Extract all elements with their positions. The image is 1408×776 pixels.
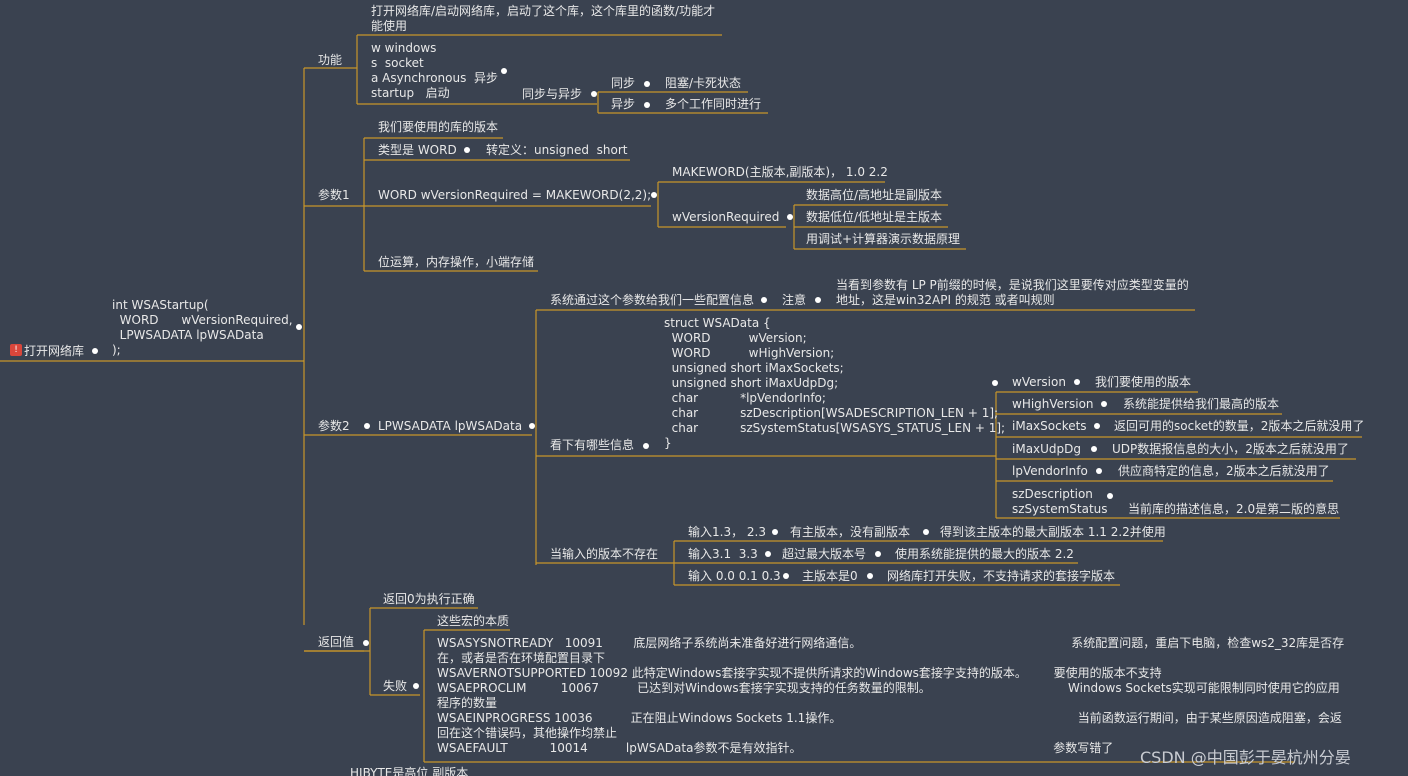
collapse-dot-icon[interactable] — [651, 192, 657, 198]
node-f-szdescription[interactable]: szDescription szSystemStatus — [1012, 487, 1108, 516]
node-p2-type[interactable]: LPWSADATA lpWSAData — [378, 419, 523, 433]
watermark: CSDN @中国彭于晏杭州分晏 — [1140, 748, 1351, 767]
node-m3[interactable]: 输入 0.0 0.1 0.3 — [688, 569, 781, 583]
node-func-sync[interactable]: 同步与异步 — [522, 87, 583, 101]
collapse-dot-icon[interactable] — [464, 147, 470, 153]
node-f-imaxsockets[interactable]: iMaxSockets — [1012, 419, 1087, 433]
node-ret-ok[interactable]: 返回0为执行正确 — [383, 592, 475, 606]
node-m1-b[interactable]: 得到该主版本的最大副版本 1.1 2.2并使用 — [940, 525, 1166, 539]
collapse-dot-icon[interactable] — [529, 423, 535, 429]
node-p2-config[interactable]: 系统通过这个参数给我们一些配置信息 — [550, 293, 755, 307]
node-root[interactable]: 打开网络库 — [24, 344, 85, 358]
node-f-wversion-desc[interactable]: 我们要使用的版本 — [1095, 375, 1192, 389]
collapse-dot-icon[interactable] — [296, 324, 302, 330]
collapse-dot-icon[interactable] — [364, 423, 370, 429]
collapse-dot-icon[interactable] — [501, 68, 507, 74]
node-f-imaxudpdg-desc[interactable]: UDP数据报信息的大小，2版本之后就没用了 — [1112, 442, 1349, 456]
collapse-dot-icon[interactable] — [1096, 468, 1102, 474]
node-p1-type[interactable]: 类型是 WORD — [378, 143, 457, 157]
node-func-wsa[interactable]: w windows s socket a Asynchronous 异步 sta… — [371, 41, 498, 100]
collapse-dot-icon[interactable] — [644, 102, 650, 108]
node-async[interactable]: 异步 — [611, 97, 636, 111]
node-p2-struct[interactable]: struct WSAData { WORD wVersion; WORD wHi… — [664, 316, 1006, 450]
node-p1-makeword[interactable]: MAKEWORD(主版本,副版本)， 1.0 2.2 — [672, 165, 888, 179]
collapse-dot-icon[interactable] — [363, 640, 369, 646]
collapse-dot-icon[interactable] — [1094, 423, 1100, 429]
collapse-dot-icon[interactable] — [643, 443, 649, 449]
collapse-dot-icon[interactable] — [1074, 379, 1080, 385]
node-p1-decl[interactable]: WORD wVersionRequired = MAKEWORD(2,2); — [378, 188, 652, 202]
node-func[interactable]: 功能 — [318, 53, 343, 67]
node-wsastartup[interactable]: int WSAStartup( WORD wVersionRequired, L… — [112, 298, 293, 357]
node-f-imaxudpdg[interactable]: iMaxUdpDg — [1012, 442, 1082, 456]
node-ret[interactable]: 返回值 — [318, 635, 355, 649]
node-m1[interactable]: 输入1.3， 2.3 — [688, 525, 766, 539]
node-f-wversion[interactable]: wVersion — [1012, 375, 1066, 389]
node-p2-note-desc[interactable]: 当看到参数有 LP P前缀的时候，是说我们这里要传对应类型变量的 地址，这是wi… — [836, 278, 1189, 307]
node-param1[interactable]: 参数1 — [318, 188, 350, 202]
node-p1-calc[interactable]: 用调试+计算器演示数据原理 — [806, 232, 961, 246]
node-sync[interactable]: 同步 — [611, 76, 636, 90]
node-m2[interactable]: 输入3.1 3.3 — [688, 547, 758, 561]
node-f-lpvendorinfo-desc[interactable]: 供应商特定的信息，2版本之后就没用了 — [1118, 464, 1330, 478]
node-m2-b[interactable]: 使用系统能提供的最大的版本 2.2 — [895, 547, 1074, 561]
collapse-dot-icon[interactable] — [875, 551, 881, 557]
collapse-dot-icon[interactable] — [1107, 493, 1113, 499]
node-m2-a[interactable]: 超过最大版本号 — [782, 547, 867, 561]
node-p2-note[interactable]: 注意 — [782, 293, 807, 307]
node-param2[interactable]: 参数2 — [318, 419, 350, 433]
collapse-dot-icon[interactable] — [1101, 401, 1107, 407]
collapse-dot-icon[interactable] — [765, 551, 771, 557]
node-p1-bits[interactable]: 位运算，内存操作，小端存储 — [378, 255, 535, 269]
node-f-szdescription-desc[interactable]: 当前库的描述信息，2.0是第二版的意思 — [1128, 502, 1340, 516]
node-p1-version[interactable]: 我们要使用的库的版本 — [378, 120, 499, 134]
collapse-dot-icon[interactable] — [867, 573, 873, 579]
node-p1-wvr[interactable]: wVersionRequired — [672, 210, 780, 224]
node-ret-macro[interactable]: 这些宏的本质 — [437, 614, 510, 628]
node-p2-info[interactable]: 看下有哪些信息 — [550, 438, 635, 452]
node-f-whigh[interactable]: wHighVersion — [1012, 397, 1094, 411]
node-f-whigh-desc[interactable]: 系统能提供给我们最高的版本 — [1123, 397, 1280, 411]
collapse-dot-icon[interactable] — [761, 297, 767, 303]
collapse-dot-icon[interactable] — [783, 573, 789, 579]
node-m1-a[interactable]: 有主版本，没有副版本 — [790, 525, 911, 539]
collapse-dot-icon[interactable] — [644, 81, 650, 87]
node-p1-low[interactable]: 数据低位/低地址是主版本 — [806, 210, 943, 224]
warning-icon: ! — [10, 344, 22, 356]
node-f-imaxsockets-desc[interactable]: 返回可用的socket的数量，2版本之后就没用了 — [1114, 419, 1365, 433]
node-p2-missing[interactable]: 当输入的版本不存在 — [550, 547, 659, 561]
node-p1-high[interactable]: 数据高位/高地址是副版本 — [806, 188, 943, 202]
node-bottom-cut[interactable]: HIBYTE是高位 副版本 — [350, 766, 469, 776]
collapse-dot-icon[interactable] — [772, 529, 778, 535]
node-ret-errors[interactable]: WSASYSNOTREADY 10091 底层网络子系统尚未准备好进行网络通信。… — [437, 636, 1345, 755]
node-async-desc[interactable]: 多个工作同时进行 — [665, 97, 762, 111]
node-m3-b[interactable]: 网络库打开失败，不支持请求的套接字版本 — [887, 569, 1116, 583]
node-sync-desc[interactable]: 阻塞/卡死状态 — [665, 76, 742, 90]
collapse-dot-icon[interactable] — [992, 380, 998, 386]
collapse-dot-icon[interactable] — [92, 348, 98, 354]
node-m3-a[interactable]: 主版本是0 — [802, 569, 858, 583]
collapse-dot-icon[interactable] — [787, 214, 793, 220]
node-func-desc[interactable]: 打开网络库/启动网络库，启动了这个库，这个库里的函数/功能才 能使用 — [371, 4, 716, 33]
collapse-dot-icon[interactable] — [1091, 446, 1097, 452]
collapse-dot-icon[interactable] — [923, 529, 929, 535]
collapse-dot-icon[interactable] — [591, 91, 597, 97]
node-ret-fail[interactable]: 失败 — [383, 679, 408, 693]
node-f-lpvendorinfo[interactable]: lpVendorInfo — [1012, 464, 1088, 478]
collapse-dot-icon[interactable] — [413, 683, 419, 689]
node-p1-typedef[interactable]: 转定义：unsigned short — [486, 143, 628, 157]
collapse-dot-icon[interactable] — [815, 297, 821, 303]
